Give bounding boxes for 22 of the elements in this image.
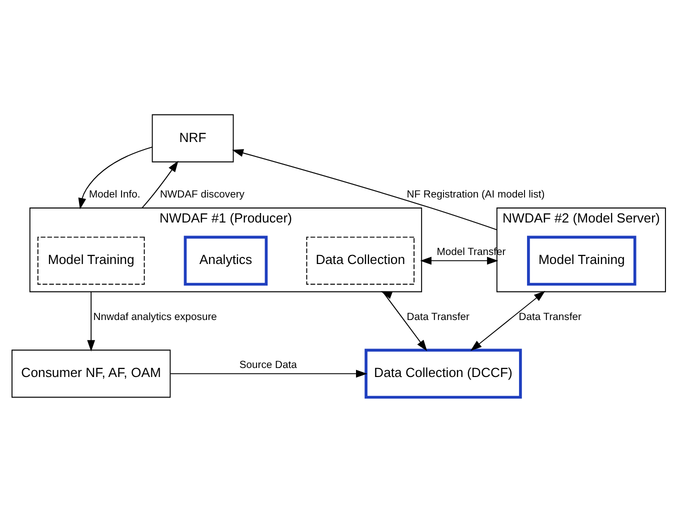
arrow — [232, 148, 498, 230]
arrow — [170, 369, 368, 378]
arrow — [87, 290, 96, 351]
node-box: Data Collection — [306, 236, 415, 284]
edge-label: Nnwdaf analytics exposure — [93, 311, 217, 322]
node-box: Model Training — [527, 235, 636, 286]
edge-label: Data Transfer — [406, 311, 470, 322]
edge-label: NF Registration (AI model list) — [406, 188, 545, 200]
node-box: Consumer NF, AF, OAM — [12, 349, 171, 398]
arrow — [470, 290, 546, 350]
arrow — [78, 146, 153, 209]
arrow — [142, 160, 178, 208]
arrow — [380, 290, 428, 351]
edge-label: Source Data — [239, 359, 297, 370]
node-box: Model Training — [37, 236, 145, 284]
node-box: Analytics — [184, 235, 268, 286]
edge-label: NWDAF discovery — [160, 188, 244, 200]
node-box: Data Collection (DCCF) — [364, 348, 522, 398]
arrow — [420, 256, 498, 264]
edge-label: Model Info. — [89, 188, 140, 200]
node-box: NRF — [152, 114, 234, 162]
edge-label: Data Transfer — [518, 311, 582, 322]
